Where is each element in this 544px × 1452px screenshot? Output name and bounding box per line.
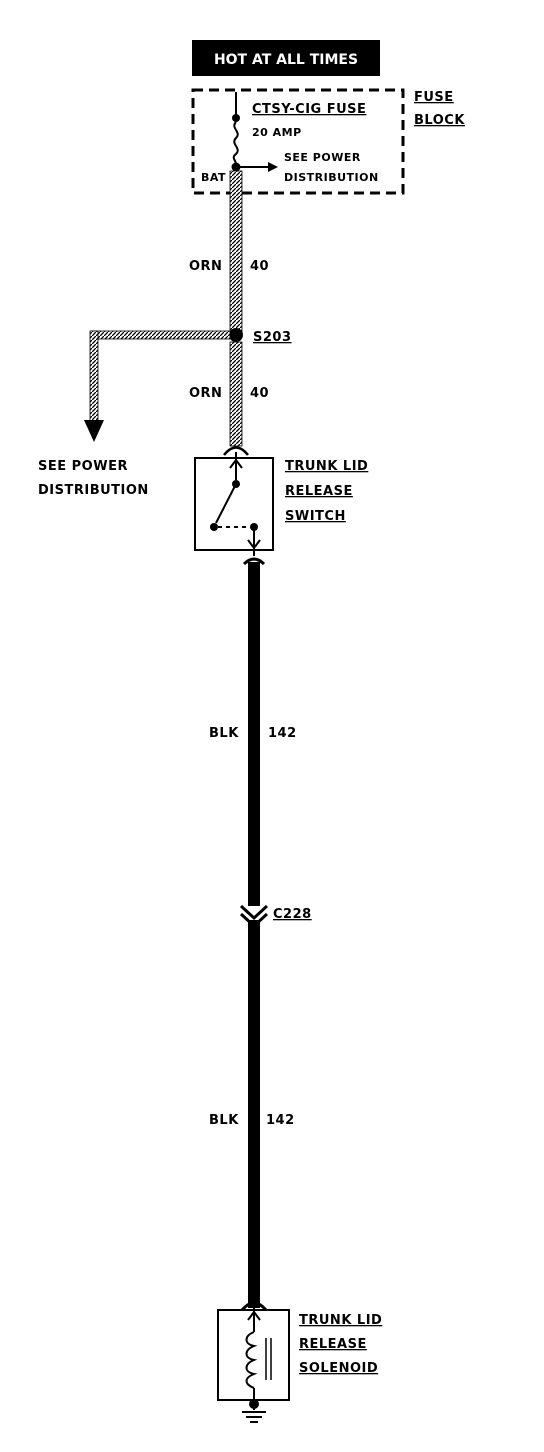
fuse-block-outline: [191, 88, 405, 195]
splice-s203: [229, 328, 243, 342]
switch-blade: [215, 483, 237, 524]
fuse-rating: 20 AMP: [252, 126, 302, 139]
switch-label-line3: SWITCH: [285, 509, 346, 524]
wire-upper-color: ORN: [189, 259, 222, 274]
solenoid-label-line2: RELEASE: [299, 1337, 367, 1352]
fuse-ref-line1: SEE POWER: [284, 151, 361, 164]
switch-bottom-connector-icon: [242, 557, 266, 566]
switch-label-line2: RELEASE: [285, 484, 353, 499]
hot-at-all-times-banner: HOT AT ALL TIMES: [192, 40, 380, 76]
wire-blk-142-upper: [248, 562, 260, 906]
switch-arrow-down-icon: [247, 539, 261, 550]
wire-branch-vertical: [89, 330, 99, 422]
banner-text: HOT AT ALL TIMES: [214, 52, 358, 68]
branch-ref-line2: DISTRIBUTION: [38, 483, 149, 498]
solenoid-coil-icon: [245, 1331, 258, 1389]
fuse-ref-line2: DISTRIBUTION: [284, 171, 379, 184]
solenoid-label-line3: SOLENOID: [299, 1361, 378, 1376]
solenoid-top-connector-icon: [240, 1301, 268, 1312]
wire-branch-horizontal: [91, 330, 231, 340]
solenoid-ground-terminal: [249, 1399, 259, 1409]
wire-blk-lower-circuit: 142: [266, 1113, 295, 1128]
ground-icon: [242, 1411, 266, 1423]
wire-blk-upper-circuit: 142: [268, 726, 297, 741]
switch-arrow-up-icon: [229, 458, 243, 469]
fuse-block-label-line1: FUSE: [414, 90, 454, 105]
connector-c228-icon: [239, 904, 269, 921]
wire-orn-40-lower: [229, 341, 243, 447]
switch-label-line1: TRUNK LID: [285, 459, 368, 474]
bat-terminal-label: BAT: [201, 171, 226, 184]
solenoid-arrow-up-icon: [247, 1310, 261, 1321]
splice-id: S203: [253, 330, 292, 345]
wire-blk-upper-color: BLK: [209, 726, 239, 741]
switch-top-connector-icon: [223, 446, 249, 456]
fuse-name: CTSY-CIG FUSE: [252, 102, 366, 117]
branch-ref-line1: SEE POWER: [38, 459, 128, 474]
arrow-right-icon: [268, 162, 278, 172]
connector-id: C228: [273, 907, 312, 922]
wire-orn-40-upper: [229, 170, 243, 336]
wire-blk-lower-color: BLK: [209, 1113, 239, 1128]
switch-pivot-contact: [210, 523, 218, 531]
wire-blk-142-lower: [248, 920, 260, 1308]
banner-background: [192, 40, 380, 76]
solenoid-label-line1: TRUNK LID: [299, 1313, 382, 1328]
wire-lower-circuit: 40: [250, 386, 269, 401]
wire-lower-color: ORN: [189, 386, 222, 401]
fuse-block-label-line2: BLOCK: [414, 113, 465, 128]
fuse-element-icon: [232, 121, 239, 167]
arrow-down-icon: [84, 420, 104, 442]
trunk-release-switch-box: [194, 457, 274, 551]
fuse-top-terminal: [232, 114, 240, 122]
wire-upper-circuit: 40: [250, 259, 269, 274]
